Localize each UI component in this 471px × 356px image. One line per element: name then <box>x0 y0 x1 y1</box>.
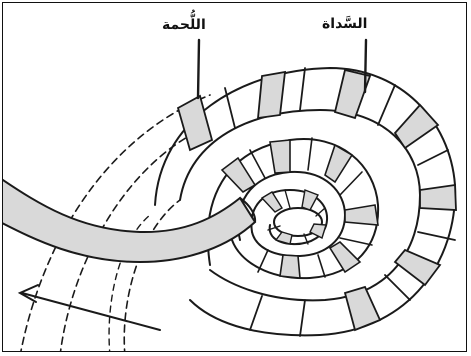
arrow-head <box>20 285 38 302</box>
pointer-right <box>365 40 366 92</box>
pointer-left <box>198 40 199 98</box>
arrow-shaft <box>22 293 160 330</box>
outer-ribs <box>178 70 456 330</box>
label-warp: السَّداة <box>322 16 367 32</box>
label-weft: اللُّحمة <box>162 17 206 33</box>
dashed-curve-3 <box>124 200 180 356</box>
